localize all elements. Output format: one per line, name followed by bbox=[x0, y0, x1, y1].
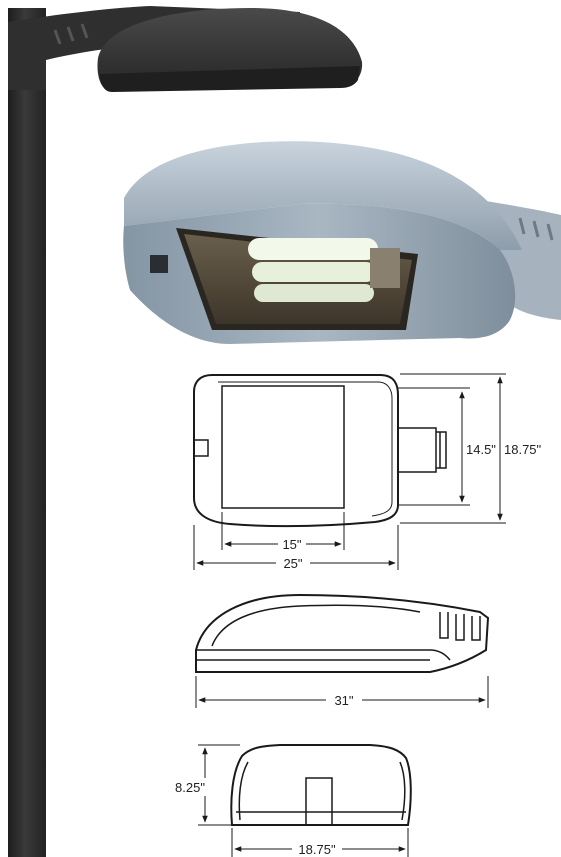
front-view-drawing bbox=[230, 744, 412, 826]
top-view-lens bbox=[221, 385, 345, 509]
side-view-outline bbox=[195, 593, 490, 673]
side-view-inner-arc bbox=[211, 604, 421, 647]
dark-head-rim bbox=[100, 66, 360, 92]
front-view-inner bbox=[238, 761, 406, 821]
silver-head-photo bbox=[123, 141, 561, 344]
pole-and-arm-photo bbox=[8, 6, 363, 857]
top-view-dimensions bbox=[193, 373, 506, 570]
label-lens-width: 15" bbox=[282, 537, 301, 552]
label-length: 31" bbox=[334, 693, 353, 708]
side-view-drawing bbox=[195, 593, 490, 673]
front-view-dimensions bbox=[198, 744, 409, 857]
front-view-outline bbox=[230, 744, 412, 826]
lamp-tubes bbox=[248, 238, 400, 302]
side-view-fins bbox=[439, 612, 481, 641]
top-view-latch bbox=[193, 439, 209, 457]
label-overall-height: 18.75" bbox=[504, 442, 542, 457]
top-view-outline bbox=[193, 374, 399, 528]
silver-housing-top bbox=[124, 141, 522, 250]
pole bbox=[8, 8, 46, 857]
top-view-connector bbox=[398, 427, 447, 473]
label-lens-height: 14.5" bbox=[466, 442, 496, 457]
silver-arm-fins bbox=[518, 217, 554, 241]
side-latch bbox=[150, 255, 168, 273]
side-view-rim bbox=[196, 649, 451, 661]
label-front-height: 8.25" bbox=[175, 780, 205, 795]
label-width: 25" bbox=[283, 556, 302, 571]
front-view-mount bbox=[305, 777, 333, 825]
top-view-inner-outline bbox=[218, 381, 393, 517]
label-front-width: 18.75" bbox=[298, 842, 336, 857]
top-view-drawing bbox=[193, 374, 447, 528]
arm-fins bbox=[53, 23, 89, 45]
